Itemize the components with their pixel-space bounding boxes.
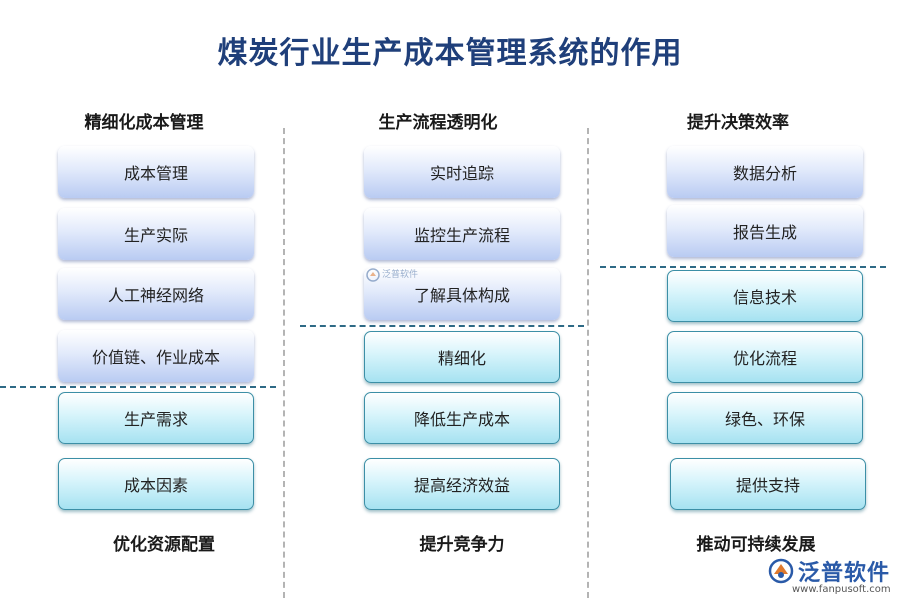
column-footer-3: 推动可持续发展 [696, 535, 816, 555]
column-2-divider [300, 325, 584, 327]
box-provide-support: 提供支持 [670, 458, 866, 510]
brand-logo-text: 泛普软件 [798, 561, 891, 586]
box-monitor-process: 监控生产流程 [364, 208, 560, 260]
brand-url: www.fanpusoft.com [792, 584, 891, 595]
box-production-demand: 生产需求 [58, 392, 254, 444]
box-optimize-process: 优化流程 [667, 331, 863, 383]
watermark-small-text: 泛普软件 [382, 270, 419, 280]
diagram-title: 煤炭行业生产成本管理系统的作用 [217, 36, 683, 71]
box-refinement: 精细化 [364, 331, 560, 383]
watermark-small: 泛普软件 [366, 268, 418, 282]
brand-logo: 泛普软件 [768, 555, 890, 587]
box-cost-management: 成本管理 [58, 146, 254, 198]
column-separator-1 [283, 128, 285, 598]
column-footer-2: 提升竞争力 [419, 535, 505, 555]
column-3-divider [600, 266, 886, 268]
brand-logo-icon [768, 558, 794, 584]
column-footer-1: 优化资源配置 [113, 535, 215, 555]
logo-mark-icon [366, 268, 380, 282]
box-improve-benefit: 提高经济效益 [364, 458, 560, 510]
column-header-3: 提升决策效率 [687, 113, 789, 133]
box-production-reality: 生产实际 [58, 208, 254, 260]
column-1-divider [0, 386, 276, 388]
column-header-1: 精细化成本管理 [84, 113, 204, 133]
box-understand-composition: 了解具体构成 [364, 268, 560, 320]
box-value-chain: 价值链、作业成本 [58, 330, 254, 382]
column-separator-2 [587, 128, 589, 598]
box-report-generation: 报告生成 [667, 205, 863, 257]
box-realtime-tracking: 实时追踪 [364, 146, 560, 198]
column-header-2: 生产流程透明化 [378, 113, 498, 133]
box-information-technology: 信息技术 [667, 270, 863, 322]
box-neural-network: 人工神经网络 [58, 268, 254, 320]
box-data-analysis: 数据分析 [667, 146, 863, 198]
box-cost-factors: 成本因素 [58, 458, 254, 510]
box-green-eco: 绿色、环保 [667, 392, 863, 444]
box-reduce-cost: 降低生产成本 [364, 392, 560, 444]
